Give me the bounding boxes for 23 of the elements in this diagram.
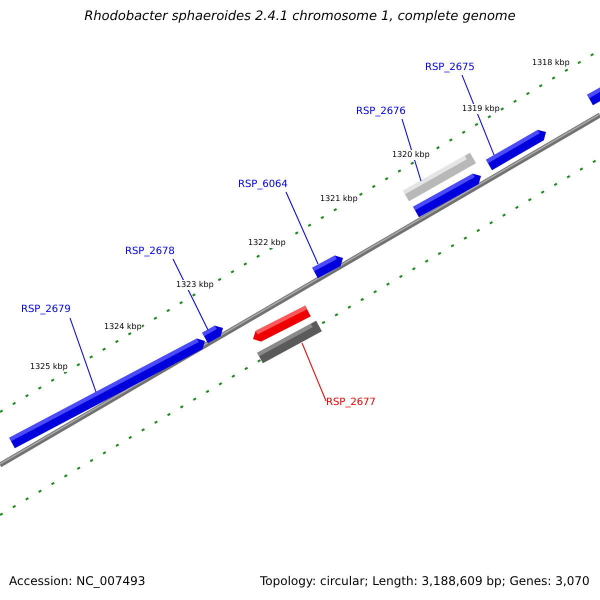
gene-block [312, 256, 343, 278]
leader-line [462, 74, 494, 156]
gene-block [9, 338, 205, 448]
leader-line [302, 342, 326, 402]
scale-label: 1325 kbp [30, 362, 68, 372]
scale-label: 1323 kbp [176, 280, 214, 290]
gene-label: RSP_2676 [356, 106, 406, 118]
gene-label: RSP_2677 [326, 397, 376, 409]
title: Rhodobacter sphaeroides 2.4.1 chromosome 1, complete genome [83, 9, 517, 25]
info-text: Topology: circular; Length: 3,188,609 bp; Genes: 3,070 [260, 574, 590, 588]
leader-line [286, 192, 318, 264]
scale-label: 1321 kbp [320, 194, 358, 204]
gene-label: RSP_2675 [425, 62, 475, 74]
leader-line [70, 318, 96, 392]
gene-label: RSP_2679 [21, 304, 71, 316]
gene-block [413, 174, 481, 218]
gene-block [486, 130, 546, 170]
scale-label: 1320 kbp [392, 150, 430, 160]
gene-label: RSP_2678 [125, 246, 175, 258]
gene-block [202, 326, 223, 344]
gene-label: RSP_6064 [238, 179, 288, 191]
gene-block [257, 320, 322, 364]
info-text: Accession: NC_007493 [9, 574, 146, 588]
